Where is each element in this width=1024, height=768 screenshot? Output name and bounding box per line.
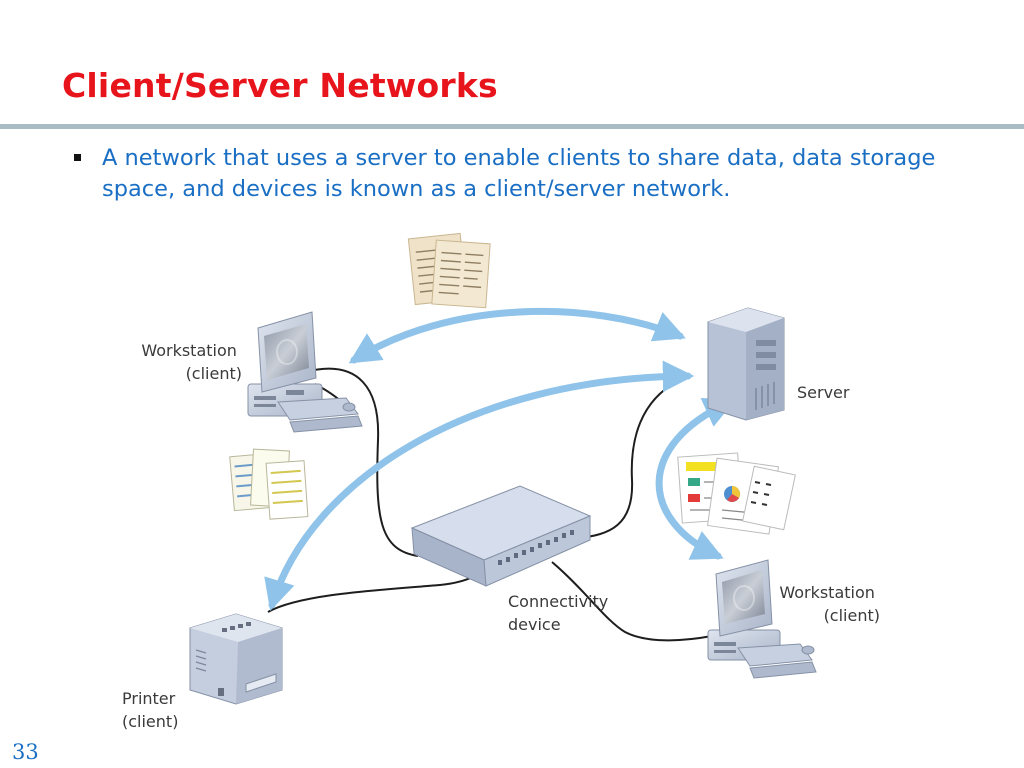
spreadsheet-documents-icon bbox=[229, 448, 309, 520]
connectivity-device-icon bbox=[410, 485, 592, 587]
page-number: 33 bbox=[12, 740, 39, 764]
printer-icon bbox=[189, 613, 283, 705]
arrow-server-workstation-2 bbox=[655, 398, 736, 560]
slide-title: Client/Server Networks bbox=[62, 66, 498, 105]
shared-documents-icon bbox=[407, 232, 491, 309]
bullet-item: A network that uses a server to enable c… bbox=[74, 143, 974, 205]
title-divider bbox=[0, 124, 1024, 129]
bullet-text: A network that uses a server to enable c… bbox=[102, 145, 936, 202]
arrow-workstation-server bbox=[348, 307, 686, 364]
label-workstation-1: Workstation (client) bbox=[141, 341, 242, 383]
square-bullet-icon bbox=[74, 154, 81, 161]
arrow-printer-server bbox=[264, 360, 695, 612]
chart-documents-icon bbox=[677, 452, 796, 535]
label-server: Server bbox=[797, 383, 850, 402]
workstation-client-icon bbox=[247, 311, 363, 433]
label-printer: Printer (client) bbox=[122, 689, 180, 731]
data-flow-arrows bbox=[264, 307, 736, 612]
label-connectivity-device: Connectivity device bbox=[508, 592, 613, 634]
server-icon bbox=[707, 307, 785, 421]
label-workstation-2: Workstation (client) bbox=[779, 583, 880, 625]
bullet-list: A network that uses a server to enable c… bbox=[74, 143, 974, 205]
workstation-client-icon bbox=[707, 559, 817, 679]
